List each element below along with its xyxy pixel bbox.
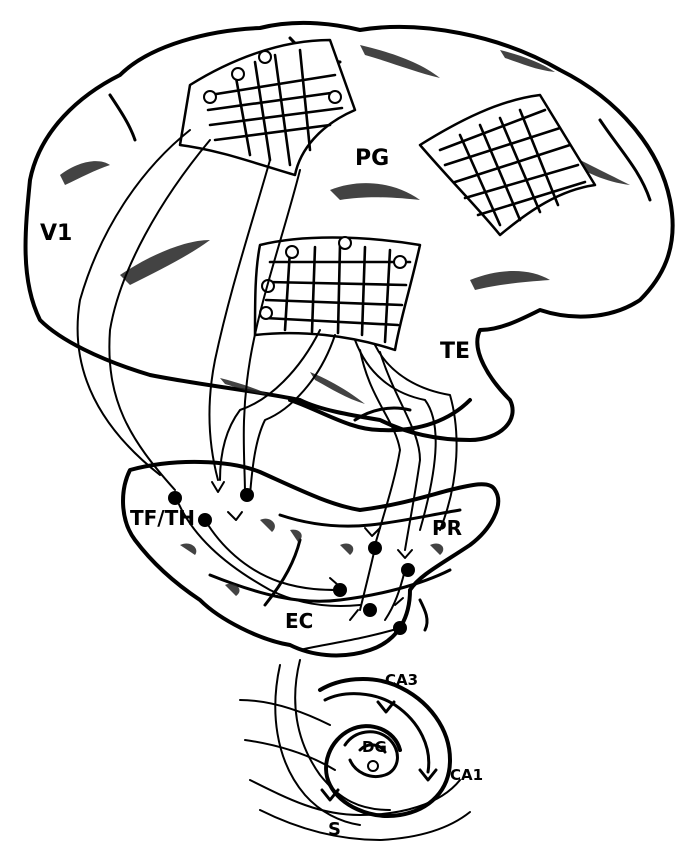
dg-neuron bbox=[368, 761, 378, 771]
neuron-pg-3 bbox=[259, 51, 271, 63]
neuron-te-2 bbox=[339, 237, 351, 249]
label-ca3: CA3 bbox=[385, 671, 418, 689]
label-tf-th: TF/TH bbox=[130, 506, 195, 530]
cortex-outline bbox=[26, 23, 673, 440]
label-pg: PG bbox=[355, 146, 389, 171]
grid-sheet-frontal bbox=[420, 95, 595, 235]
label-ec: EC bbox=[285, 609, 313, 633]
neuron-pg-1 bbox=[204, 91, 216, 103]
subiculum-terminal bbox=[322, 790, 338, 800]
ca3-terminal bbox=[378, 702, 394, 712]
neuron-pg-4 bbox=[329, 91, 341, 103]
label-ca1: CA1 bbox=[450, 766, 483, 784]
axon-terminals bbox=[212, 482, 412, 620]
label-dg: DG bbox=[362, 738, 387, 756]
grid-sheet-te bbox=[255, 237, 420, 350]
neuron-pg-2 bbox=[232, 68, 244, 80]
label-te: TE bbox=[440, 339, 470, 364]
hippocampus bbox=[240, 660, 470, 840]
grid-sheet-pg bbox=[180, 40, 355, 175]
label-pr: PR bbox=[432, 516, 462, 540]
neuron-te-3 bbox=[394, 256, 406, 268]
label-s: S bbox=[328, 819, 341, 840]
label-v1: V1 bbox=[40, 221, 72, 246]
neuron-te-1 bbox=[286, 246, 298, 258]
